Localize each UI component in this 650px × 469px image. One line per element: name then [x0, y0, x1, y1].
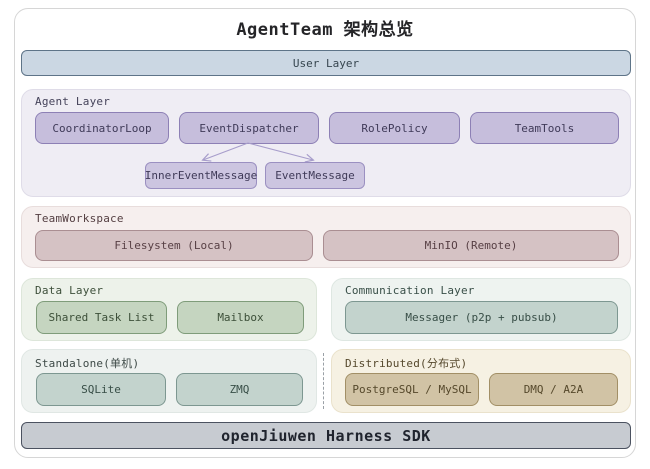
node-shared-task-list: Shared Task List — [36, 301, 167, 334]
data-layer-group: Data Layer Shared Task List Mailbox — [21, 278, 317, 341]
node-messager: Messager (p2p + pubsub) — [345, 301, 618, 334]
sdk-label: openJiuwen Harness SDK — [221, 426, 431, 445]
node-eventmessage: EventMessage — [265, 162, 365, 189]
standalone-label: Standalone(单机) — [35, 357, 140, 370]
node-mailbox: Mailbox — [177, 301, 304, 334]
node-minio-remote: MinIO (Remote) — [323, 230, 619, 261]
diagram-title: AgentTeam 架构总览 — [236, 20, 414, 40]
distributed-label: Distributed(分布式) — [345, 357, 468, 370]
agent-layer-label: Agent Layer — [35, 95, 111, 108]
communication-layer-group: Communication Layer Messager (p2p + pubs… — [331, 278, 631, 341]
node-zmq: ZMQ — [176, 373, 303, 406]
node-rolepolicy: RolePolicy — [329, 112, 460, 144]
node-postgresql-mysql: PostgreSQL / MySQL — [345, 373, 479, 406]
node-coordinatorloop: CoordinatorLoop — [35, 112, 169, 144]
diagram-frame: AgentTeam 架构总览 User Layer Agent Layer Co… — [14, 8, 636, 458]
distributed-group: Distributed(分布式) PostgreSQL / MySQL DMQ … — [331, 349, 631, 413]
node-dmq-a2a: DMQ / A2A — [489, 373, 618, 406]
standalone-distributed-divider — [323, 353, 324, 409]
standalone-group: Standalone(单机) SQLite ZMQ — [21, 349, 317, 413]
node-teamtools: TeamTools — [470, 112, 619, 144]
node-innereventmessage: InnerEventMessage — [145, 162, 257, 189]
agent-layer-group: Agent Layer CoordinatorLoop EventDispatc… — [21, 89, 631, 197]
user-layer-label: User Layer — [292, 56, 360, 70]
node-eventdispatcher: EventDispatcher — [179, 112, 319, 144]
node-filesystem-local: Filesystem (Local) — [35, 230, 313, 261]
teamworkspace-label: TeamWorkspace — [35, 212, 124, 225]
sdk-bar: openJiuwen Harness SDK — [21, 422, 631, 449]
dispatch-arrows-icon — [172, 142, 352, 165]
node-sqlite: SQLite — [36, 373, 166, 406]
user-layer-bar: User Layer — [21, 50, 631, 76]
teamworkspace-group: TeamWorkspace Filesystem (Local) MinIO (… — [21, 206, 631, 268]
communication-layer-label: Communication Layer — [345, 284, 475, 297]
data-layer-label: Data Layer — [35, 284, 104, 297]
